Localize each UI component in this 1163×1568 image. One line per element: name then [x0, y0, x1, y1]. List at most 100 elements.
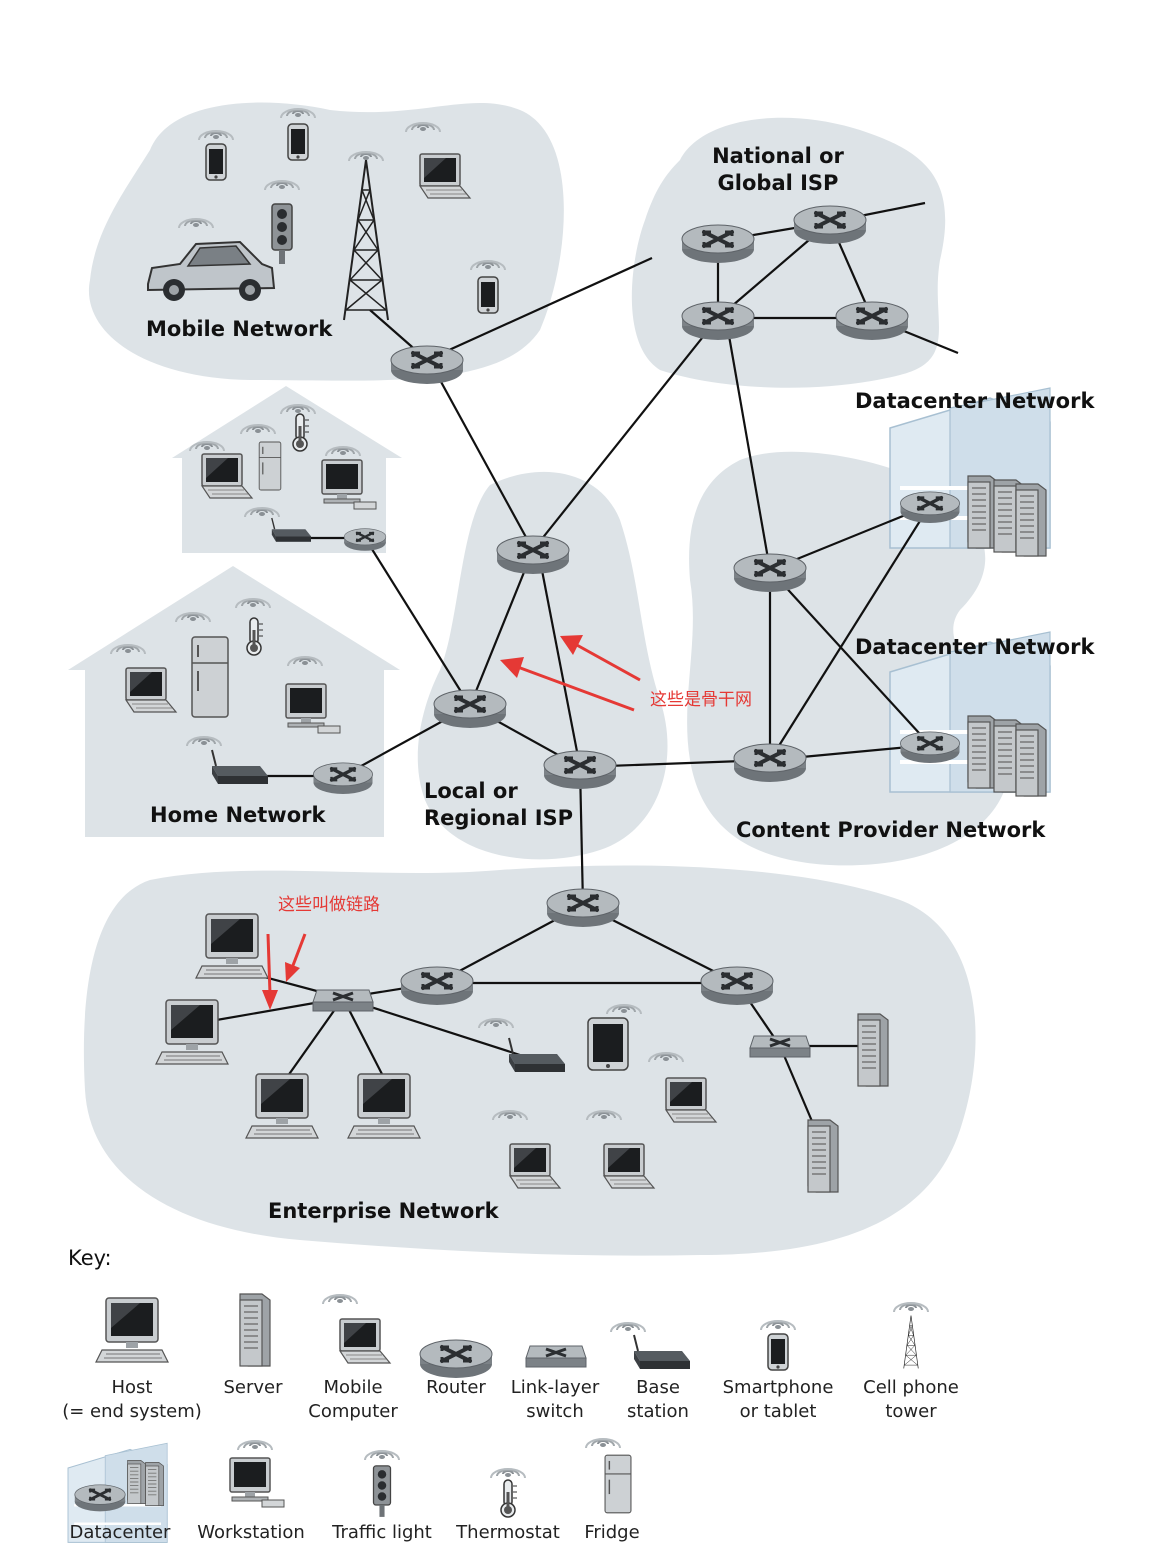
link-arrow-2 — [285, 933, 307, 982]
key-label-smartphone-1: Smartphone — [723, 1377, 834, 1398]
router-icon — [545, 887, 621, 929]
host-icon — [95, 1297, 169, 1363]
datacenter-mid-label: Datacenter Network — [855, 635, 1095, 659]
wifi-icon — [490, 1468, 526, 1479]
regional-isp-label-line2: Regional ISP — [424, 806, 573, 830]
key-label-smartphone-2: or tablet — [740, 1401, 817, 1422]
router-icon — [73, 1483, 127, 1513]
key-label-tower-1: Cell phone — [863, 1377, 959, 1398]
wifi-icon — [610, 1322, 646, 1333]
home-network-region-1 — [172, 386, 402, 553]
content-provider-label: Content Provider Network — [736, 818, 1046, 842]
fridge-icon — [604, 1454, 632, 1514]
router-icon — [389, 344, 465, 386]
datacenter-top-label: Datacenter Network — [855, 389, 1095, 413]
link-layer-switch-icon — [524, 1344, 588, 1369]
router-icon — [732, 552, 808, 594]
router-icon — [495, 534, 571, 576]
thermostat-icon — [246, 617, 264, 656]
key-legend: Key: Host (= end system) Server Mobile C… — [62, 1246, 959, 1544]
key-label-base-1: Base — [636, 1377, 680, 1398]
thermostat-icon — [292, 413, 310, 452]
host-icon — [347, 1073, 421, 1139]
home-network-region-2 — [68, 566, 400, 837]
smartphone-icon — [287, 123, 309, 161]
link-layer-switch-icon — [748, 1034, 812, 1059]
router-icon — [699, 965, 775, 1007]
regional-isp-label-line1: Local or — [424, 779, 518, 803]
key-label-switch-2: switch — [526, 1401, 583, 1422]
router-icon — [418, 1338, 494, 1380]
global-isp-label-line1: National or — [712, 144, 844, 168]
key-label-workstation: Workstation — [197, 1522, 305, 1543]
router-icon — [732, 742, 808, 784]
host-icon — [245, 1073, 319, 1139]
key-label-server: Server — [223, 1377, 283, 1398]
key-label-tower-2: tower — [885, 1401, 937, 1422]
home-network-label: Home Network — [150, 803, 326, 827]
link-arrow-1 — [262, 933, 278, 1010]
wifi-icon — [585, 1438, 621, 1449]
key-label-traffic-light: Traffic light — [331, 1522, 432, 1543]
router-icon — [898, 490, 962, 525]
region-labels: Mobile Network National or Global ISP Da… — [146, 144, 1095, 1223]
host-icon — [155, 999, 229, 1065]
key-label-fridge: Fridge — [584, 1522, 639, 1543]
global-isp-label-line2: Global ISP — [718, 171, 839, 195]
thermostat-icon — [500, 1479, 518, 1518]
wifi-icon — [237, 1440, 273, 1451]
router-icon — [399, 965, 475, 1007]
traffic-light-icon — [372, 1465, 392, 1518]
key-label-datacenter: Datacenter — [70, 1522, 171, 1543]
smartphone-icon — [205, 143, 227, 181]
links-annotation: 这些叫做链路 — [278, 895, 380, 915]
server-icon — [127, 1459, 147, 1505]
annotations-layer: 这些是骨干网 这些叫做链路 — [262, 635, 752, 1010]
wifi-icon — [322, 1294, 358, 1305]
key-label-switch-1: Link-layer — [511, 1377, 600, 1398]
router-icon — [792, 204, 868, 246]
server-icon — [807, 1119, 839, 1193]
mobile-computer-icon — [339, 1318, 391, 1364]
tablet-icon — [587, 1017, 629, 1071]
host-icon — [195, 913, 269, 979]
wifi-icon — [760, 1320, 796, 1331]
key-label-mobile-1: Mobile — [323, 1377, 382, 1398]
backbone-annotation: 这些是骨干网 — [650, 690, 752, 710]
key-label-router: Router — [426, 1377, 486, 1398]
wifi-icon — [893, 1302, 929, 1313]
key-label-host-1: Host — [112, 1377, 153, 1398]
router-icon — [898, 730, 962, 765]
router-icon — [542, 749, 618, 791]
wifi-icon — [364, 1450, 400, 1461]
base-station-icon — [633, 1334, 691, 1370]
server-icon — [145, 1461, 165, 1507]
cell-tower-icon — [903, 1315, 919, 1369]
router-icon — [834, 300, 910, 342]
key-label-host-2: (= end system) — [62, 1401, 202, 1422]
backbone-arrow-2 — [560, 635, 641, 682]
smartphone-icon — [767, 1333, 789, 1371]
link-layer-switch-icon — [311, 988, 375, 1013]
server-icon — [239, 1293, 271, 1367]
server-icon — [1015, 483, 1047, 557]
backbone-arrow-1 — [500, 657, 635, 712]
mobile-network-label: Mobile Network — [146, 317, 333, 341]
key-label-mobile-2: Computer — [308, 1401, 398, 1422]
key-label-thermostat: Thermostat — [455, 1522, 560, 1543]
fridge-icon — [258, 441, 282, 491]
server-icon — [857, 1013, 889, 1087]
key-title: Key: — [68, 1246, 112, 1270]
smartphone-icon — [477, 276, 499, 314]
key-label-base-2: station — [627, 1401, 689, 1422]
fridge-icon — [191, 636, 229, 718]
enterprise-network-label: Enterprise Network — [268, 1199, 500, 1223]
router-icon — [432, 688, 508, 730]
router-icon — [342, 527, 388, 552]
workstation-icon — [229, 1457, 285, 1508]
router-icon — [680, 300, 756, 342]
server-icon — [1015, 723, 1047, 797]
router-icon — [680, 223, 756, 265]
router-icon — [311, 761, 375, 796]
